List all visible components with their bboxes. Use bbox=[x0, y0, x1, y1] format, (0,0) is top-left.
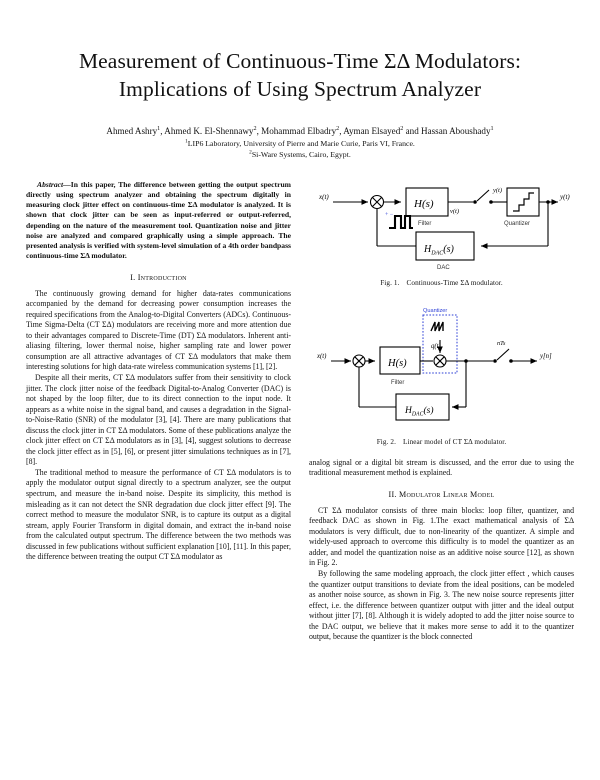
figure-2-caption: Fig. 2. Linear model of CT ΣΔ modulator. bbox=[309, 438, 574, 446]
author-affil-marker: 2 bbox=[400, 124, 404, 132]
figure-1-caption: Fig. 1. Continuous-Time ΣΔ modulator. bbox=[309, 279, 574, 287]
abstract-label: Abstract— bbox=[37, 179, 71, 189]
fig2-noise-label: q(t) bbox=[431, 343, 442, 350]
two-column-body: Abstract—In this paper, The difference b… bbox=[26, 180, 574, 780]
fig1-output-label: y(t) bbox=[559, 193, 570, 201]
abstract: Abstract—In this paper, The difference b… bbox=[26, 180, 291, 262]
affiliation-1: 1LIP6 Laboratory, University of Pierre a… bbox=[26, 138, 574, 149]
title-line-2: Implications of Using Spectrum Analyzer bbox=[118, 76, 482, 101]
figure-1-tag: Fig. 1. bbox=[380, 278, 400, 287]
affil-marker-1: 1 bbox=[185, 138, 188, 145]
affiliation-2-text: Si-Ware Systems, Cairo, Egypt. bbox=[251, 150, 351, 160]
figure-2: Quantizer bbox=[309, 303, 574, 446]
intro-paragraph-3: The traditional method to measure the pe… bbox=[26, 467, 291, 562]
author-affil-marker: 2 bbox=[336, 124, 340, 132]
fig2-sample-label: nTs bbox=[497, 340, 506, 347]
affiliation-2: 2Si-Ware Systems, Cairo, Egypt. bbox=[26, 149, 574, 160]
fig1-quantizer-sub: Quantizer bbox=[504, 221, 530, 227]
left-column: Abstract—In this paper, The difference b… bbox=[26, 180, 291, 780]
section-number-1: I. bbox=[130, 272, 136, 282]
fig1-input-label: x(t) bbox=[318, 193, 329, 201]
fig2-loopfilter-label: H(s) bbox=[387, 358, 407, 369]
figure-2-tag: Fig. 2. bbox=[376, 437, 396, 446]
intro-paragraph-2: Despite all their merits, CT ΣΔ modulato… bbox=[26, 373, 291, 467]
right-column-text: analog signal or a digital bit stream is… bbox=[309, 458, 574, 643]
figure-2-graphic: Quantizer bbox=[309, 303, 574, 431]
figure-2-svg: Quantizer bbox=[316, 308, 552, 421]
page-title: Measurement of Continuous-Time ΣΔ Modula… bbox=[26, 48, 574, 104]
affil-marker-2: 2 bbox=[249, 149, 252, 156]
linear-model-paragraph-1: CT ΣΔ modulator consists of three main b… bbox=[309, 505, 574, 568]
linear-model-paragraph-2: By following the same modeling approach,… bbox=[309, 569, 574, 642]
fig1-dac-sub: DAC bbox=[437, 265, 450, 271]
fig2-output-label: y[n] bbox=[539, 353, 552, 360]
affiliation-1-text: LIP6 Laboratory, University of Pierre an… bbox=[187, 139, 415, 149]
author-affil-marker: 1 bbox=[157, 124, 161, 132]
abstract-text: In this paper, The difference between ge… bbox=[26, 179, 291, 261]
fig2-dac-label: HDAC(s) bbox=[404, 405, 434, 417]
section-number-2: II. bbox=[388, 489, 397, 499]
author-affil-marker: 1 bbox=[490, 124, 494, 132]
section-title-1: Introduction bbox=[137, 272, 187, 282]
fig1-loopfilter-label: H(s) bbox=[413, 198, 434, 210]
right-column: x(t) H(s) Filter v(t) y(t) Quantizer y(t… bbox=[309, 180, 574, 780]
figure-2-caption-text: Linear model of CT ΣΔ modulator. bbox=[402, 437, 507, 446]
fig1-node-label: v(t) bbox=[450, 208, 459, 215]
author-list: Ahmed Ashry1, Ahmed K. El-Shennawy2, Moh… bbox=[106, 124, 494, 136]
author-affil-marker: 2 bbox=[253, 124, 257, 132]
figure-1: x(t) H(s) Filter v(t) y(t) Quantizer y(t… bbox=[309, 180, 574, 287]
intro-paragraph-3-continued: analog signal or a digital bit stream is… bbox=[309, 457, 574, 478]
fig1-dac-label: HDAC(s) bbox=[423, 244, 454, 257]
section-heading-introduction: I. Introduction bbox=[26, 273, 291, 282]
fig1-quantin-label: y(t) bbox=[492, 187, 502, 194]
figure-1-graphic: x(t) H(s) Filter v(t) y(t) Quantizer y(t… bbox=[309, 180, 574, 272]
intro-paragraph-1: The continuously growing demand for high… bbox=[26, 288, 291, 372]
fig2-input-label: x(t) bbox=[316, 353, 327, 360]
fig2-loopfilter-sub: Filter bbox=[391, 380, 404, 386]
figure-1-svg: x(t) H(s) Filter v(t) y(t) Quantizer y(t… bbox=[318, 187, 570, 271]
section-title-2: Modulator Linear Model bbox=[399, 489, 495, 499]
fig2-quantizer-box-label: Quantizer bbox=[423, 308, 447, 314]
figure-1-caption-text: Continuous-Time ΣΔ modulator. bbox=[406, 278, 503, 287]
fig1-loopfilter-sub: Filter bbox=[418, 221, 431, 227]
title-line-1: Measurement of Continuous-Time ΣΔ Modula… bbox=[78, 49, 522, 73]
section-heading-modulator-linear-model: II. Modulator Linear Model bbox=[309, 490, 574, 499]
fig1-sign-marks: + − bbox=[385, 212, 394, 218]
